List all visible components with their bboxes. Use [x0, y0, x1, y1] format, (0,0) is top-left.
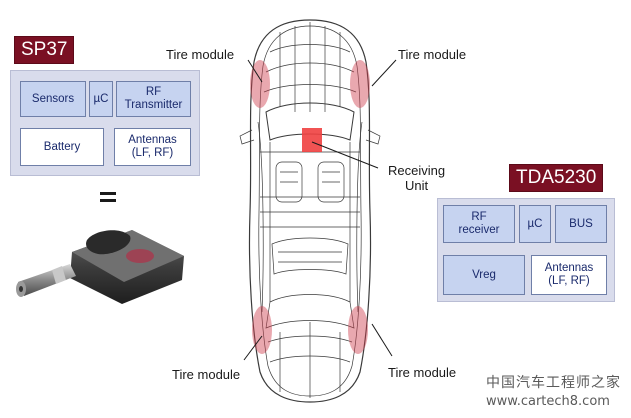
label-tire-front-left: Tire module	[166, 47, 235, 62]
label-tire-rear-left: Tire module	[172, 367, 241, 382]
rf-receiver-block: RF receiver	[443, 205, 515, 243]
battery-block: Battery	[20, 128, 104, 166]
bus-block: BUS	[555, 205, 607, 243]
watermark-chinese: 中国汽车工程师之家	[486, 375, 621, 391]
antennas-block: Antennas (LF, RF)	[114, 128, 191, 166]
sp37-title: SP37	[14, 36, 75, 64]
vreg-block: Vreg	[443, 255, 525, 295]
sensors-block: Sensors	[20, 81, 86, 117]
label-tire-front-right: Tire module	[398, 47, 467, 62]
microcontroller-block: µC	[89, 81, 113, 117]
microcontroller-block: µC	[519, 205, 551, 243]
tda5230-block-diagram: RF receiver µC BUS Vreg Antennas (LF, RF…	[437, 198, 615, 302]
rf-transmitter-block: RF Transmitter	[116, 81, 191, 117]
equals-sign	[100, 190, 118, 204]
antennas-block: Antennas (LF, RF)	[531, 255, 607, 295]
label-tire-rear-right: Tire module	[388, 365, 457, 380]
tire-sensor-module-illustration	[16, 230, 184, 304]
tda5230-title: TDA5230	[509, 164, 604, 192]
watermark-url: www.cartech8.com	[486, 394, 610, 409]
receiving-unit-marker	[302, 128, 322, 152]
label-receiving-unit: Receiving Unit	[388, 163, 446, 193]
sp37-block-diagram: Sensors µC RF Transmitter Battery Antenn…	[10, 70, 200, 176]
